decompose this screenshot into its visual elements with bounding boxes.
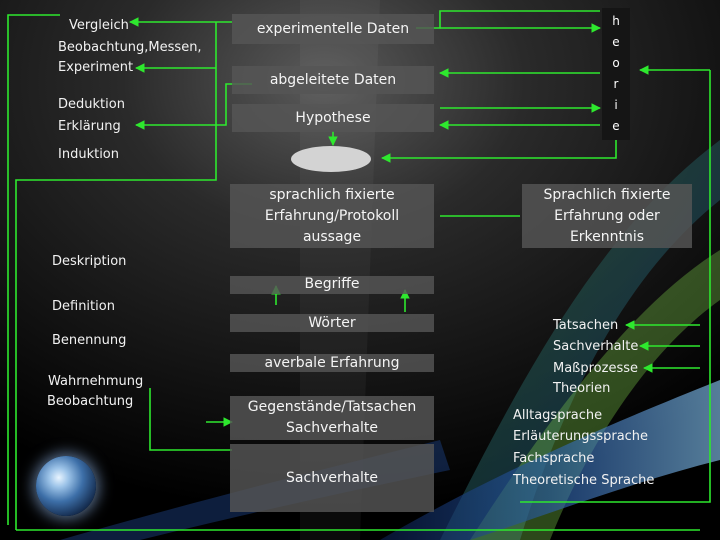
box-theorie: h e o r i e: [602, 8, 630, 140]
label-induktion: Induktion: [58, 147, 119, 162]
label-benennung: Benennung: [52, 333, 127, 348]
theorie-letter: e: [612, 35, 620, 49]
text-experimentelle-daten: experimentelle Daten: [256, 20, 410, 37]
theorie-letter: o: [612, 56, 620, 70]
text-averbale: averbale Erfahrung: [264, 355, 400, 371]
text-erkenntnis-1: Sprachlich fixierte: [543, 186, 671, 203]
label-definition: Definition: [52, 299, 115, 314]
text-sprachlich-1: sprachlich fixierte: [269, 186, 395, 203]
label-alltagssprache: Alltagsprache: [513, 408, 603, 423]
label-massprozesse: Maßprozesse: [553, 361, 639, 376]
arrow-theorie-exp: [416, 10, 600, 29]
text-gegenstaende-1: Gegenstände/Tatsachen: [247, 399, 417, 415]
label-deduktion: Deduktion: [58, 97, 125, 112]
box-averbale-erfahrung: averbale Erfahrung: [230, 354, 434, 372]
text-erkenntnis-2: Erfahrung oder: [554, 207, 660, 224]
box-experimentelle-daten: experimentelle Daten: [232, 14, 434, 44]
theorie-letter: h: [612, 14, 620, 28]
theorie-letter: r: [613, 77, 619, 91]
text-woerter: Wörter: [308, 315, 356, 331]
box-abgeleitete-daten: abgeleitete Daten: [232, 66, 434, 94]
text-sprachlich-3: aussage: [302, 228, 362, 245]
label-wahrnehmung: Wahrnehmung: [48, 374, 144, 389]
box-sachverhalte: Sachverhalte: [230, 444, 434, 512]
label-theorien: Theorien: [553, 381, 611, 396]
text-gegenstaende-2: Sachverhalte: [286, 420, 378, 436]
label-fachsprache: Fachsprache: [513, 451, 595, 466]
connector-vergleich: [7, 14, 60, 525]
text-sachverhalte: Sachverhalte: [286, 469, 378, 486]
box-sprachlich-fixierte: sprachlich fixierte Erfahrung/Protokoll …: [230, 184, 434, 248]
arrow-wahrnehmung: [149, 388, 232, 451]
theorie-letter: e: [612, 119, 620, 133]
label-beobachtung-messen: Beobachtung,Messen,: [58, 40, 202, 55]
label-beobachtung: Beobachtung: [47, 394, 134, 409]
text-begriffe: Begriffe: [304, 275, 360, 292]
label-tatsachen: Tatsachen: [553, 318, 619, 333]
label-deskription: Deskription: [52, 254, 127, 269]
label-erklaerung: Erklärung: [58, 119, 121, 134]
label-sachverhalte: Sachverhalte: [553, 339, 639, 354]
box-gegenstaende: Gegenstände/Tatsachen Sachverhalte: [230, 396, 434, 440]
line-theorie-down: [381, 140, 617, 163]
line-right-bracket: [520, 70, 711, 503]
box-begriffe: Begriffe: [230, 276, 434, 294]
label-theoretische-sprache: Theoretische Sprache: [513, 473, 655, 488]
label-erlaeuterungssprache: Erläuterungssprache: [513, 429, 649, 444]
text-abgeleitete-daten: abgeleitete Daten: [269, 71, 397, 88]
text-erkenntnis-3: Erkenntnis: [569, 228, 645, 245]
theorie-letter: i: [614, 98, 618, 112]
label-experiment: Experiment: [58, 60, 134, 75]
box-hypothese: Hypothese: [232, 104, 434, 132]
text-hypothese: Hypothese: [295, 109, 371, 126]
globe-icon: [36, 456, 96, 516]
label-vergleich: Vergleich: [69, 18, 129, 33]
box-woerter: Wörter: [230, 314, 434, 332]
box-erkenntnis: Sprachlich fixierte Erfahrung oder Erken…: [522, 184, 692, 248]
text-sprachlich-2: Erfahrung/Protokoll: [264, 207, 400, 224]
ellipse-shape: [291, 146, 371, 172]
line-experiment-down: [15, 22, 217, 530]
